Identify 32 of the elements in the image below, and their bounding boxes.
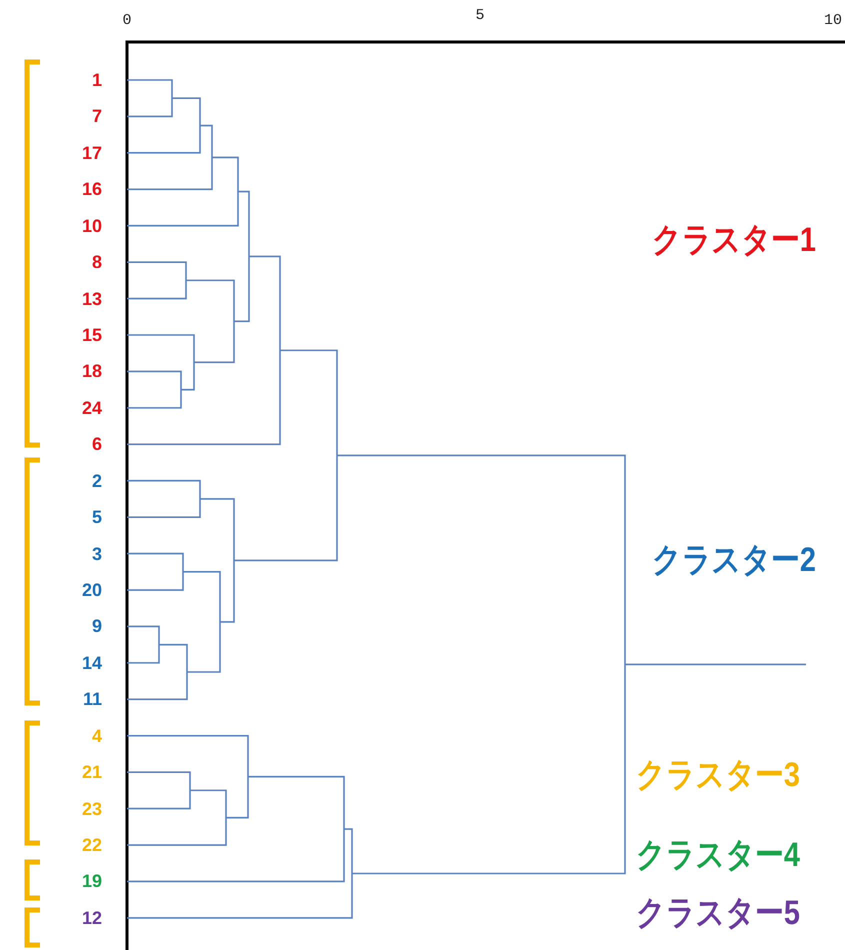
leaf-label: 6 <box>90 433 102 456</box>
cluster-label: クラスター1 <box>652 220 816 260</box>
leaf-label: 15 <box>80 324 102 346</box>
leaf-label: 12 <box>80 906 102 929</box>
leaf-label: 23 <box>80 798 102 820</box>
cluster-label: クラスター4 <box>636 835 800 875</box>
cluster-label: クラスター5 <box>636 893 800 933</box>
leaf-label: 16 <box>80 178 102 200</box>
leaf-label: 14 <box>80 652 102 674</box>
cluster-label: クラスター2 <box>652 540 816 580</box>
leaf-label: 1 <box>90 69 102 91</box>
leaf-label: 3 <box>90 542 102 565</box>
axis-tick-label: 10 <box>824 12 842 29</box>
leaf-label: 10 <box>80 214 102 237</box>
leaf-label: 5 <box>90 506 102 528</box>
leaf-label: 2 <box>90 470 102 492</box>
leaf-label: 13 <box>80 288 102 310</box>
leaf-label: 20 <box>80 579 102 602</box>
leaf-label: 19 <box>80 870 102 892</box>
leaf-label: 9 <box>90 615 102 638</box>
leaf-label: 22 <box>80 834 102 856</box>
cluster-label: クラスター3 <box>636 755 800 795</box>
leaf-label: 21 <box>80 761 102 784</box>
axis-tick-label: 5 <box>476 7 484 24</box>
leaf-label: 8 <box>90 251 102 274</box>
leaf-label: 11 <box>82 688 102 710</box>
leaf-label: 17 <box>80 142 102 164</box>
leaf-label: 24 <box>80 396 102 419</box>
leaf-label: 4 <box>90 724 102 747</box>
leaf-label: 7 <box>90 105 102 128</box>
axis-tick-label: 0 <box>122 12 132 29</box>
leaf-label: 18 <box>80 360 102 382</box>
